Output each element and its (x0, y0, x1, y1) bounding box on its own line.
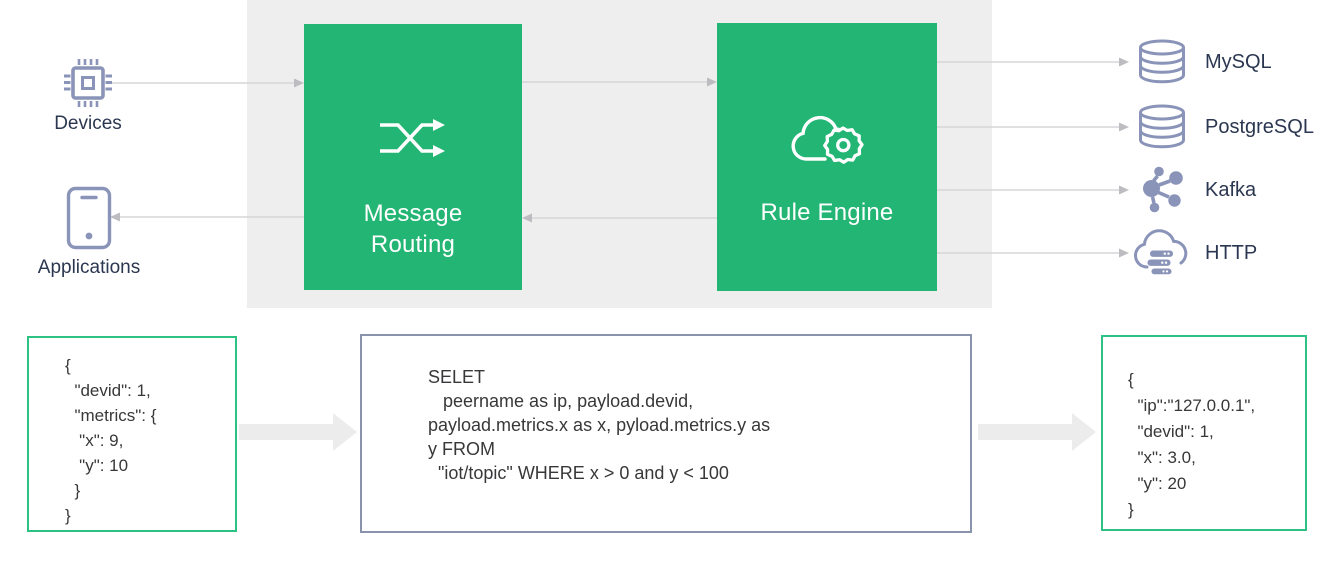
message-routing-node: Message Routing (304, 24, 522, 290)
devices-label: Devices (54, 113, 122, 134)
kafka-label: Kafka (1205, 179, 1257, 201)
postgresql-label: PostgreSQL (1205, 116, 1314, 138)
applications-phone-icon (66, 186, 112, 250)
input-to-sql-block-arrow (239, 413, 357, 451)
mysql-database-icon (1134, 38, 1190, 86)
input-message-box: { "devid": 1, "metrics": { "x": 9, "y": … (27, 336, 237, 532)
shuffle-icon (377, 106, 449, 170)
rule-engine-node: Rule Engine (717, 23, 937, 291)
gear-teeth (823, 126, 864, 164)
output-message-box: { "ip":"127.0.0.1", "devid": 1, "x": 3.0… (1101, 335, 1307, 531)
rule-engine-label: Rule Engine (760, 199, 894, 226)
message-routing-label: Message Routing (363, 200, 463, 258)
cloud-gear-icon (785, 105, 869, 169)
sql-to-output-block-arrow (978, 413, 1096, 451)
cloud-server-icon (1132, 227, 1194, 281)
input-message-json: { "devid": 1, "metrics": { "x": 9, "y": … (65, 356, 157, 525)
postgresql-database-icon (1134, 103, 1190, 151)
kafka-nodes-icon (1138, 166, 1186, 214)
mysql-label: MySQL (1205, 51, 1272, 73)
rule-sql-text: SELET peername as ip, payload.devid, pay… (428, 367, 771, 483)
http-label: HTTP (1205, 242, 1258, 264)
applications-label: Applications (37, 257, 141, 278)
devices-chip-icon (60, 55, 116, 111)
output-message-json: { "ip":"127.0.0.1", "devid": 1, "x": 3.0… (1128, 370, 1256, 519)
rule-sql-box: SELET peername as ip, payload.devid, pay… (360, 334, 972, 533)
